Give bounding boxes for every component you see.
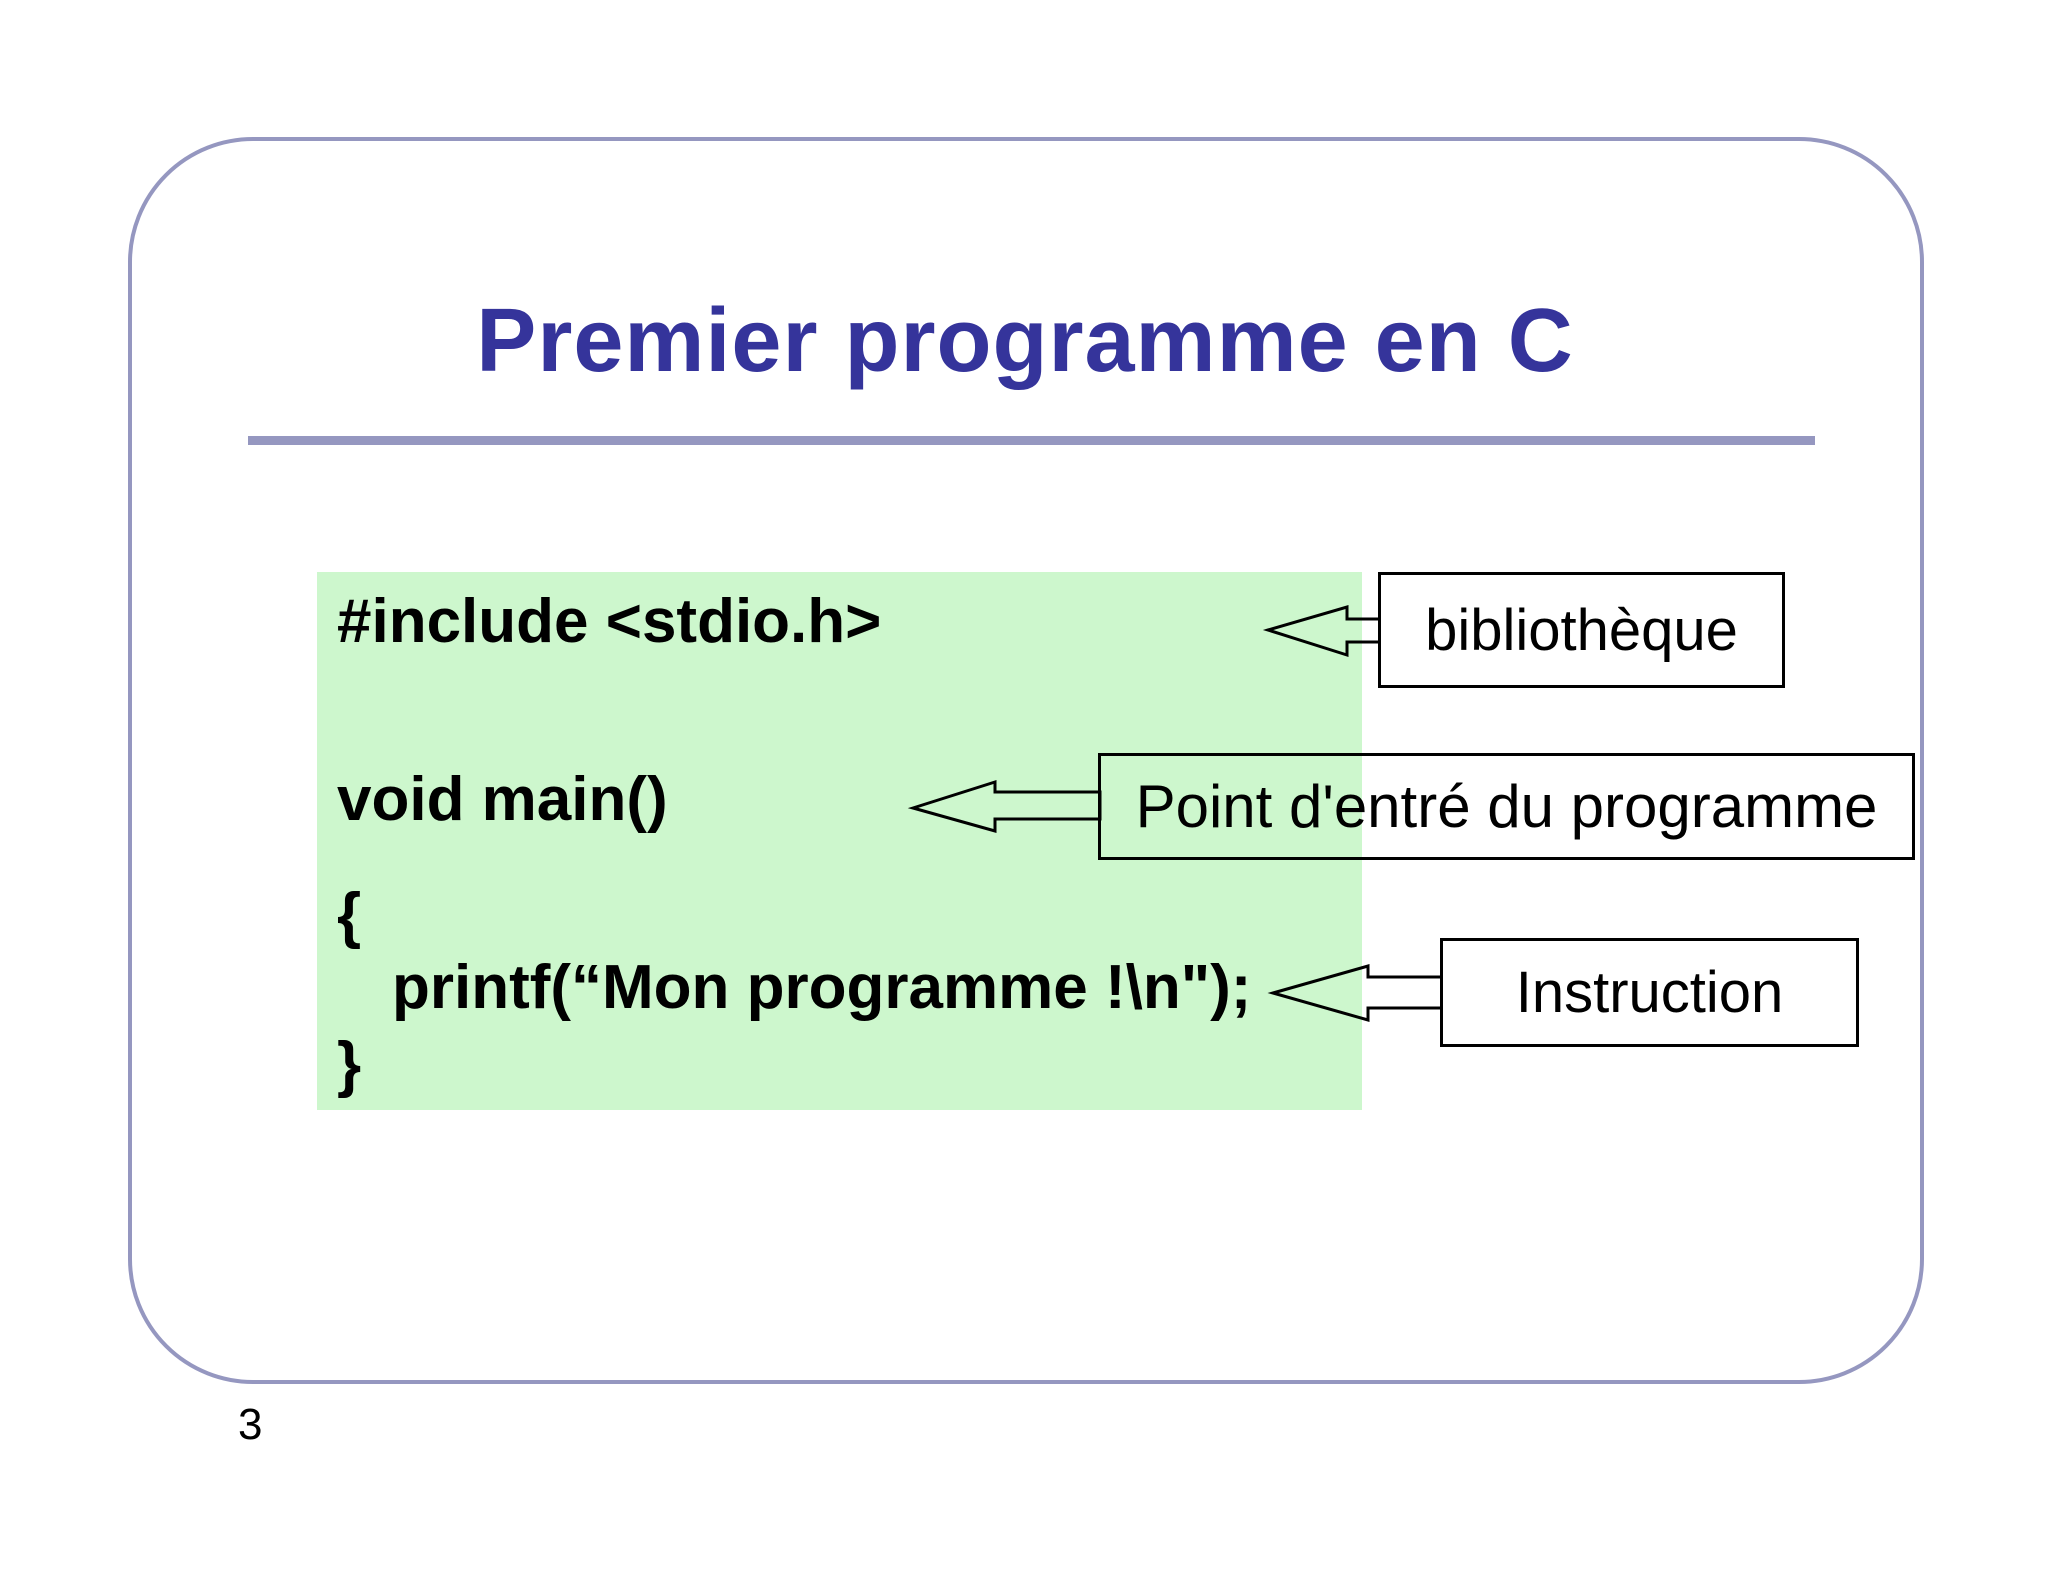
- title-underline-rule: [248, 436, 1815, 445]
- code-line-printf: printf(“Mon programme !\n");: [392, 953, 1252, 1022]
- page-number: 3: [238, 1400, 263, 1449]
- callout-instruction: Instruction: [1440, 938, 1859, 1047]
- code-line-close-brace: }: [337, 1030, 362, 1099]
- callout-bibliotheque-label: bibliothèque: [1425, 597, 1738, 663]
- code-line-void-main: void main(): [337, 765, 668, 834]
- code-block: #include <stdio.h> void main() { printf(…: [317, 572, 1362, 1110]
- callout-instruction-label: Instruction: [1515, 960, 1784, 1025]
- callout-bibliotheque: bibliothèque: [1378, 572, 1785, 688]
- callout-entry-point: Point d'entré du programme: [1098, 753, 1915, 860]
- code-line-include: #include <stdio.h>: [337, 587, 882, 656]
- code-line-open-brace: {: [337, 881, 362, 950]
- slide-title: Premier programme en C: [476, 291, 1574, 391]
- callout-entry-point-label: Point d'entré du programme: [1135, 773, 1878, 840]
- slide-rounded-border: [128, 137, 1924, 1384]
